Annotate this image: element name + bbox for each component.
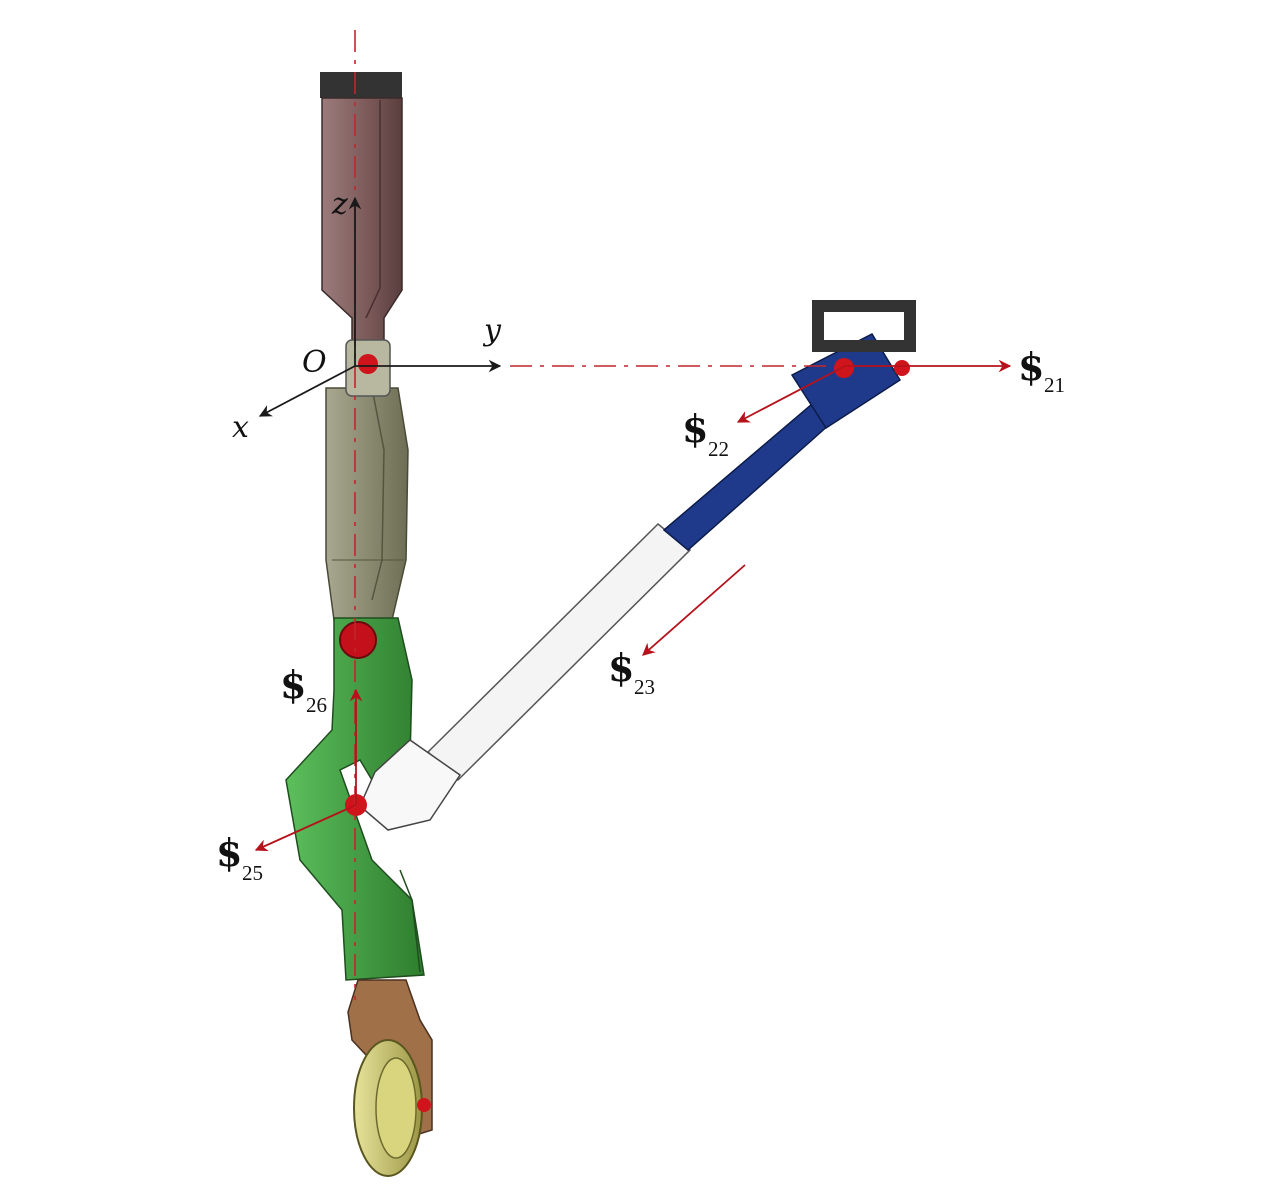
svg-text:22: 22	[708, 437, 729, 461]
screw-22-arrow	[736, 365, 846, 423]
svg-text:21: 21	[1044, 373, 1065, 397]
screw-label-25: $ 25	[216, 830, 263, 885]
screw-label-22: $ 22	[682, 406, 729, 461]
brace-cylinder	[359, 522, 692, 831]
origin-label: O	[302, 345, 327, 380]
svg-text:$: $	[1018, 344, 1044, 389]
screw-label-21: $ 21	[1018, 344, 1065, 397]
x-axis-arrow	[258, 365, 356, 417]
x-axis-label: x	[232, 410, 249, 445]
svg-text:$: $	[682, 406, 708, 451]
lower-link	[285, 617, 425, 981]
screw-label-26: $ 26	[280, 662, 327, 717]
joint-pins	[339, 354, 910, 1112]
brace-rod	[662, 300, 916, 551]
z-axis-label: z	[331, 187, 348, 222]
svg-text:23: 23	[634, 675, 655, 699]
svg-text:$: $	[608, 645, 634, 690]
screw-25-arrow	[254, 804, 357, 852]
y-axis-label: y	[482, 313, 502, 348]
screw-label-23: $ 23	[608, 645, 655, 699]
svg-text:$: $	[216, 830, 242, 875]
svg-text:25: 25	[242, 861, 263, 885]
screw-23-arrow	[642, 564, 746, 656]
svg-text:26: 26	[306, 693, 327, 717]
wheel-assembly	[347, 979, 433, 1177]
svg-text:$: $	[280, 662, 306, 707]
middle-link	[325, 339, 409, 621]
